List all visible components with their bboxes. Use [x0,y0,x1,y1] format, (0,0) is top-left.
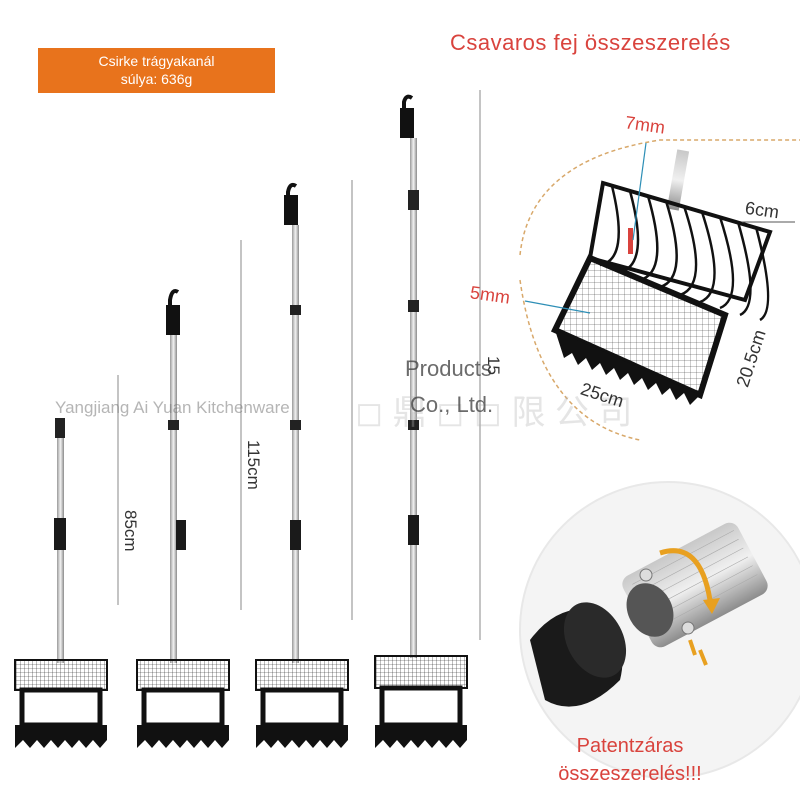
length-label-115: 115cm [244,440,263,490]
scoop-tool-1 [14,418,108,748]
caption-line-2: összeszerelés!!! [558,763,702,785]
watermark-company: Yangjiang Ai Yuan Kitchenware [55,398,290,417]
badge-line-2: súlya: 636g [120,71,193,87]
dim-label-6cm: 6cm [743,197,781,223]
length-label-tall: 15 [484,356,503,375]
length-label-85: 85cm [121,510,140,552]
weight-badge: Csirke trágyakanál súlya: 636g [38,48,275,93]
snap-lock-caption: Patentzáras összeszerelés!!! [530,732,730,788]
scoop-tool-3 [255,182,349,748]
watermark-co-ltd: Co., Ltd. [410,392,494,417]
scoop-tool-4 [374,94,468,748]
watermark-products: Products [405,356,492,381]
page-title: Csavaros fej összeszerelés [450,30,731,55]
ghost-watermark: ◻ 鼎 ◻ ◻ 限 公 司 [355,394,633,432]
badge-line-1: Csirke trágyakanál [98,53,215,69]
scoop-tool-2 [136,289,230,748]
snap-lock-detail [519,481,800,779]
caption-line-1: Patentzáras [576,735,684,757]
scoop-detail-view [519,139,800,441]
twist-arrow-icon [659,548,713,601]
